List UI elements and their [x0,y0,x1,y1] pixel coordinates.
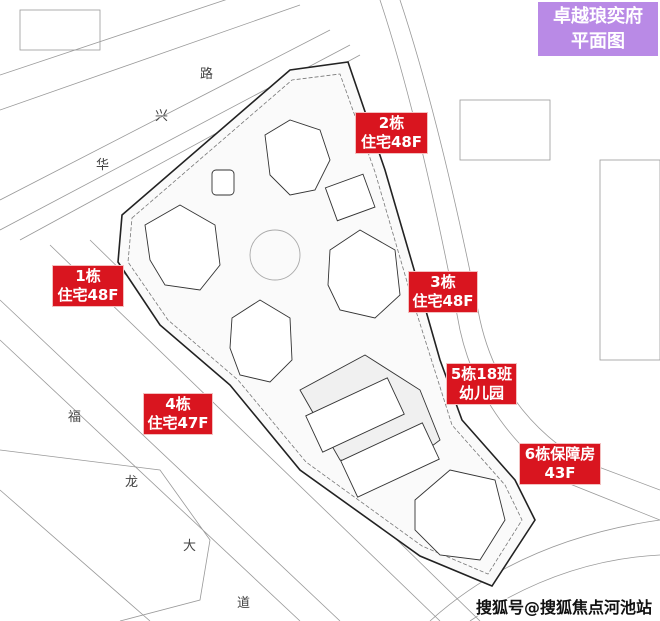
building-type: 住宅48F [412,292,474,310]
building-1-label: 1栋 住宅48F [52,265,124,307]
building-type: 住宅48F [360,133,423,151]
building-5-label: 5栋18班 幼儿园 [446,363,517,405]
road-label-fulong-3: 大 [183,539,197,554]
building-4-label: 4栋 住宅47F [143,393,213,435]
road-label-fulong-1: 福 [68,410,82,425]
building-number: 3栋 [430,273,456,291]
plan-subtitle: 平面图 [571,31,625,52]
building-number: 6栋保障房 [524,445,596,463]
building-number: 4栋 [165,395,191,413]
road-label-fulong-2: 龙 [125,475,139,490]
project-name: 卓越琅奕府 [553,6,643,27]
road-label-huaxing-2: 兴 [155,109,169,124]
building-type: 住宅48F [57,286,119,304]
road-label-fulong-4: 道 [237,596,251,611]
building-number: 5栋18班 [450,365,513,383]
building-type: 幼儿园 [458,384,504,402]
building-number: 2栋 [378,114,405,132]
road-label-huaxing-3: 路 [200,67,214,82]
project-title-box: 卓越琅奕府 平面图 [538,2,658,56]
building-3-label: 3栋 住宅48F [408,271,478,313]
building-6-label: 6栋保障房 43F [519,443,601,485]
road-label-huaxing-1: 华 [96,158,110,173]
building-number: 1栋 [75,267,101,285]
building-type: 43F [544,464,576,482]
building-type: 住宅47F [147,414,209,432]
watermark: 搜狐号@搜狐焦点河池站 [476,598,653,617]
building-2-label: 2栋 住宅48F [355,112,428,154]
